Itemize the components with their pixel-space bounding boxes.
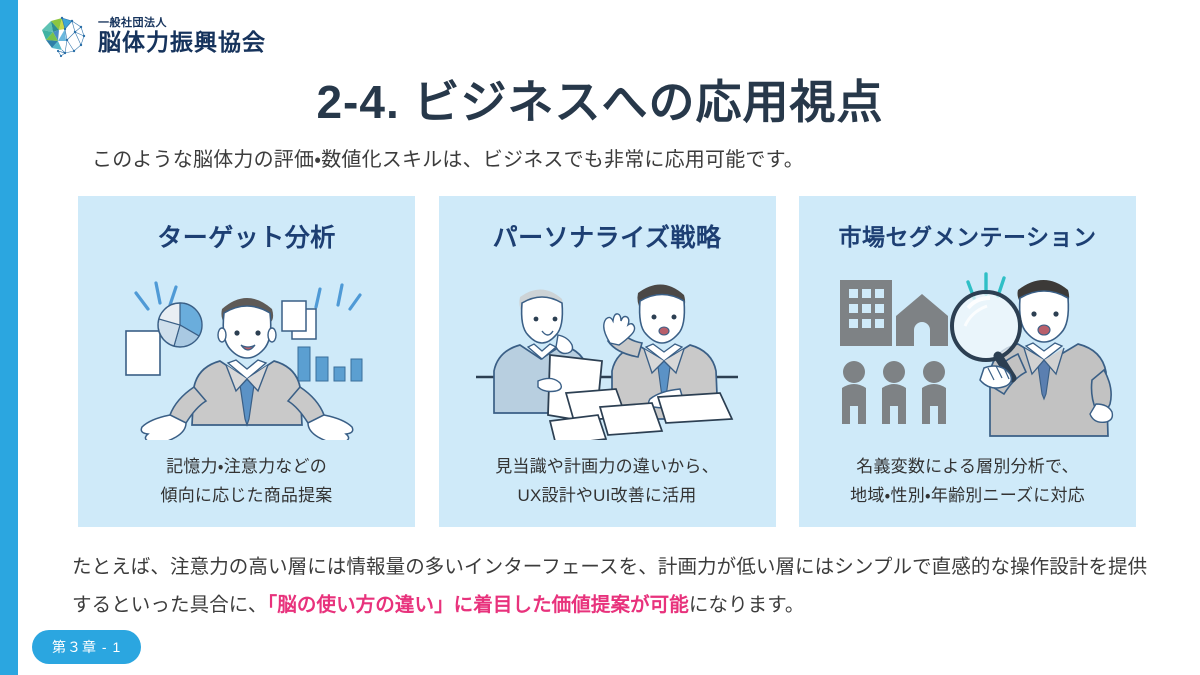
card-description-line2: UX設計やUI改善に活用 [517,486,697,506]
concept-card-list: ターゲット分析 [78,196,1136,527]
left-accent-bar [0,0,18,675]
building-icon [839,280,892,347]
organization-logo: 一般社団法人 脳体力振興協会 [33,10,266,62]
card-illustration [799,252,1136,452]
logo-org-name: 脳体力振興協会 [98,29,266,56]
card-description: 記憶力・注意力などの 傾向に応じた商品提案 [161,452,333,528]
card-title: ターゲット分析 [157,224,336,252]
people-group-icon [841,361,946,425]
card-title: パーソナライズ戦略 [492,224,722,252]
card-title: 市場セグメンテーション [838,224,1097,250]
magnifier-market-icons [839,272,1113,438]
two-people-meeting-icon [476,284,738,441]
outro-highlight: 「脳の使い方の違い」に着目した価値提案が可能 [267,594,689,617]
logo-org-prefix: 一般社団法人 [98,17,167,29]
card-description-line1: 見当識や計画力の違いから、 [495,456,719,476]
card-description-line2: 地域・性別・年齢別ニーズに対応 [850,486,1085,506]
card-description: 見当識や計画力の違いから、 UX設計やUI改善に活用 [495,452,719,528]
businessman-with-charts-icon [124,281,362,441]
card-description-line1: 記憶力・注意力などの [166,456,327,476]
card-target-analysis: ターゲット分析 [78,196,415,527]
card-market-segmentation: 市場セグメンテーション [799,196,1136,527]
house-icon [895,294,948,347]
card-description: 名義変数による層別分析で、 地域・性別・年齢別ニーズに対応 [850,452,1085,528]
chapter-badge: 第３章 - 1 [32,630,142,664]
outro-part2: になります。 [688,594,805,617]
card-description-line2: 傾向に応じた商品提案 [160,486,333,506]
outro-part1: たとえば、注意力の高い層には情報量の多いインターフェースを、計画力が低い層にはシ… [72,556,1148,617]
card-illustration [439,254,776,452]
page-title: 2-4. ビジネスへの応用視点 [316,76,884,128]
card-description-line1: 名義変数による層別分析で、 [856,456,1079,476]
brain-logo-icon [42,16,86,58]
lead-paragraph: このような脳体力の評価・数値化スキルは、ビジネスでも非常に応用可能です。 [92,149,804,171]
card-illustration [78,254,415,452]
card-personalize-strategy: パーソナライズ戦略 [438,196,776,528]
outro-paragraph: たとえば、注意力の高い層には情報量の多いインターフェースを、計画力が低い層にはシ… [72,548,1148,624]
